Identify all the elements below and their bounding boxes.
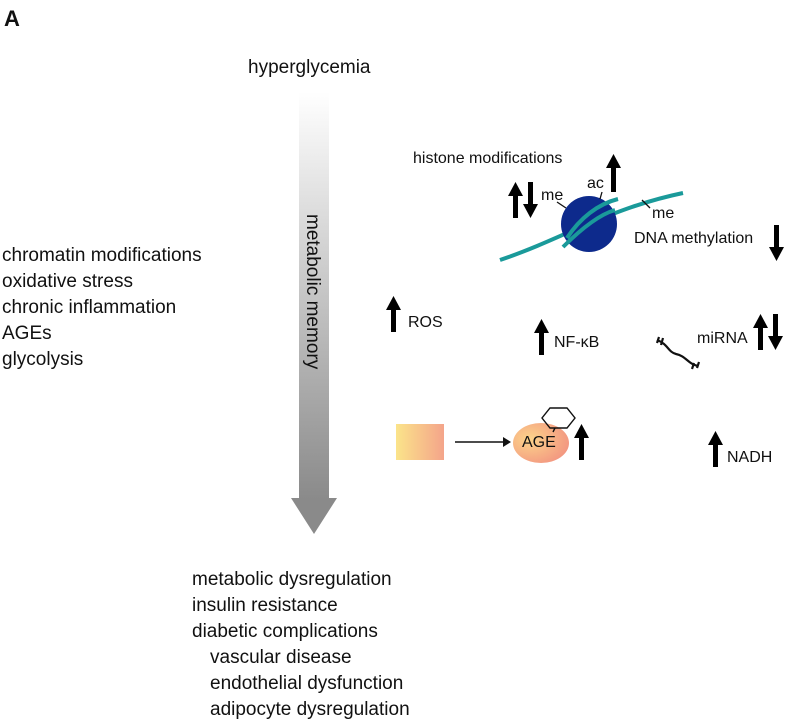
outcome-subitem: adipocyte dysregulation — [210, 699, 410, 720]
dna-methylation-label: DNA methylation — [634, 230, 754, 247]
mechanism-item: AGEs — [2, 323, 52, 344]
outcome-list: metabolic dysregulation insulin resistan… — [192, 567, 410, 723]
nucleosome-diagram — [499, 191, 684, 262]
panel-label: A — [4, 6, 20, 31]
outcome-item: insulin resistance — [192, 595, 338, 616]
ring-icon — [541, 407, 576, 429]
outcome-subitem: vascular disease — [210, 647, 352, 668]
age-label: AGE — [522, 434, 556, 451]
outcome-subitem: endothelial dysfunction — [210, 673, 404, 694]
nadh-label: NADH — [727, 449, 773, 466]
mechanism-item: glycolysis — [2, 349, 84, 370]
age-bubble — [513, 423, 569, 463]
mechanism-list: chromatin modifications oxidative stress… — [2, 243, 202, 373]
outcome-item: diabetic complications — [192, 621, 378, 642]
ac-label: ac — [587, 175, 604, 192]
age-precursor — [396, 424, 444, 460]
ros-label: ROS — [408, 314, 443, 331]
me-right-label: me — [652, 205, 675, 222]
mechanism-item: chromatin modifications — [2, 245, 202, 266]
mirna-icon — [655, 336, 701, 370]
mechanism-item: oxidative stress — [2, 271, 133, 292]
mechanism-item: chronic inflammation — [2, 297, 177, 318]
me-left-label: me — [541, 187, 564, 204]
hyperglycemia-label: hyperglycemia — [248, 57, 371, 78]
mirna-label: miRNA — [697, 330, 748, 347]
outcome-item: metabolic dysregulation — [192, 569, 392, 590]
histone-modifications-label: histone modifications — [413, 150, 563, 167]
metabolic-memory-label: metabolic memory — [302, 214, 323, 370]
nfkb-label: NF-κB — [554, 334, 600, 351]
